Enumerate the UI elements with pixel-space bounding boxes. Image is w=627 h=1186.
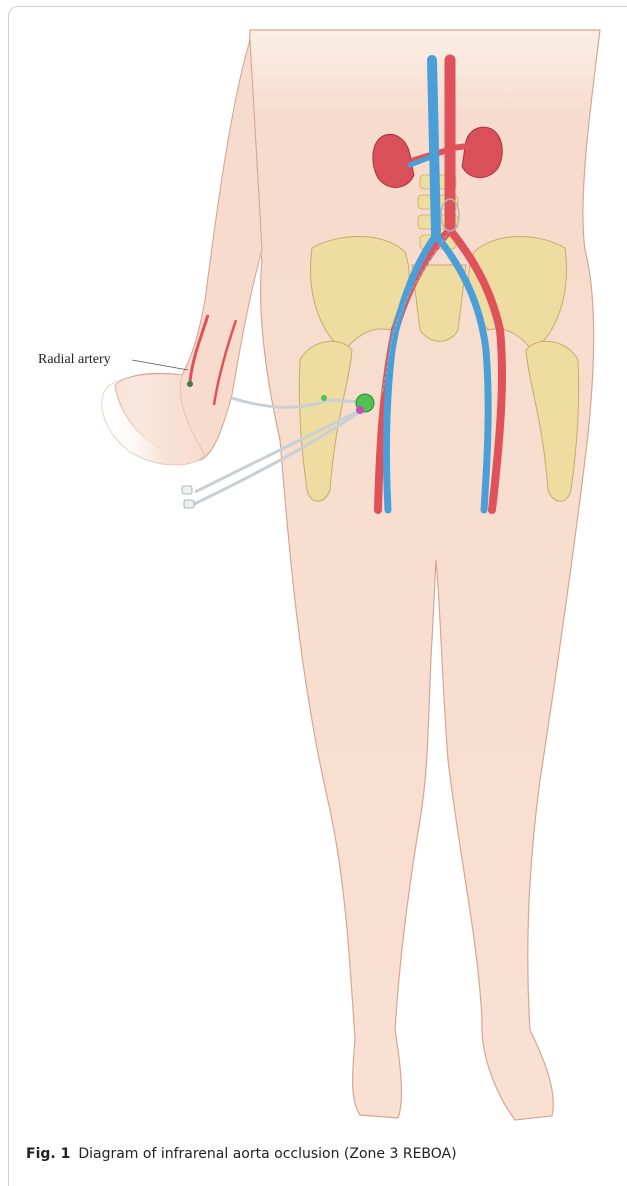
body-silhouette xyxy=(248,30,600,1120)
anatomy-illustration xyxy=(0,0,627,1140)
catheter-connectors xyxy=(182,486,194,508)
figure-label: Fig. 1 xyxy=(26,1146,70,1162)
caption-text: Diagram of infrarenal aorta occlusion (Z… xyxy=(78,1146,456,1162)
radial-artery-leader xyxy=(132,360,188,370)
figure-caption: Fig. 1 Diagram of infrarenal aorta occlus… xyxy=(26,1146,457,1162)
radial-artery-label: Radial artery xyxy=(38,352,111,368)
radial-puncture xyxy=(187,381,193,387)
